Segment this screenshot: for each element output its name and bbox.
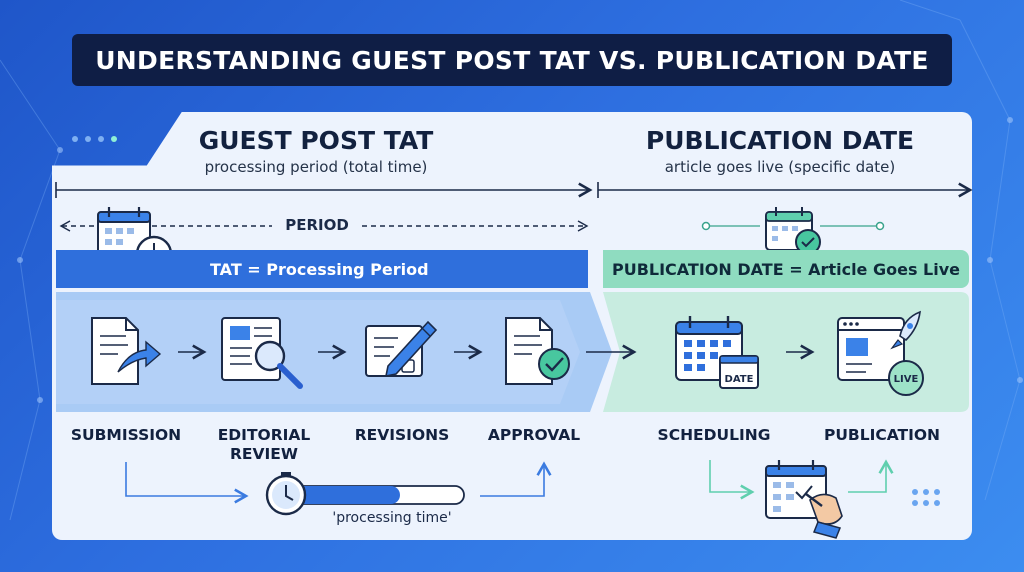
page-title: UNDERSTANDING GUEST POST TAT VS. PUBLICA… [72,34,952,86]
decorative-dots [72,136,117,142]
calendar-hand-icon [765,460,843,539]
step-label-scheduling: SCHEDULING [657,426,771,444]
step-label-publication: PUBLICATION [823,426,941,444]
processing-time-flow [125,461,552,504]
date-tag: DATE [725,374,754,385]
processing-time-caption: 'processing time' [332,510,452,526]
pencil-edit-icon [365,320,438,378]
newspaper-magnifier-icon [221,317,303,389]
step-label-submission: SUBMISSION [70,426,182,444]
publication-heading: PUBLICATION DATE [645,126,915,155]
document-check-icon [505,317,570,385]
calendar-check-icon [765,207,821,255]
publication-timeline-line [597,182,973,198]
tat-band-label: TAT = Processing Period [210,259,429,279]
browser-rocket-icon [837,310,924,396]
document-arrow-icon [91,317,162,385]
decorative-dots [912,489,940,506]
tat-subheading: processing period (total time) [204,158,428,176]
publication-band-label: PUBLICATION DATE = Article Goes Live [611,259,960,279]
publication-subheading: article goes live (specific date) [664,158,896,176]
calendar-icon [675,316,759,389]
tat-timeline-line [55,182,593,198]
publication-band: PUBLICATION DATE = Article Goes Live [603,250,969,288]
period-label: PERIOD [276,216,358,234]
step-label-revisions: REVISIONS [354,426,450,444]
stopwatch-icon [265,472,465,516]
live-badge: LIVE [894,374,919,385]
tat-heading: GUEST POST TAT [198,126,434,155]
step-label-editorial-review: EDITORIAL REVIEW [217,426,311,463]
scheduling-flow [709,459,894,500]
tat-band: TAT = Processing Period [56,250,588,288]
step-label-approval: APPROVAL [487,426,581,444]
